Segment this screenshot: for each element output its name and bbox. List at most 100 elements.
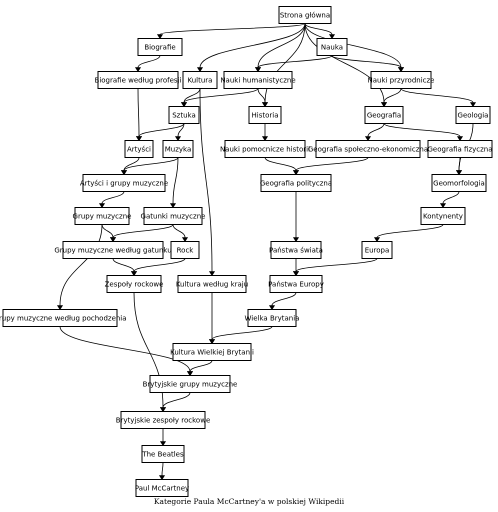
edge-geo_pol-to-panstwa_sw — [292, 191, 300, 243]
edge-nauki_przyr-to-geologia — [400, 88, 477, 108]
node-box — [361, 241, 393, 259]
node-label: Geografia fizyczna — [427, 146, 492, 154]
node-geo-fiz: Geografia fizyczna — [427, 140, 493, 158]
arrowhead — [261, 102, 269, 108]
node-label: Rock — [177, 247, 195, 255]
node-label: Europa — [365, 247, 390, 255]
edge-line — [257, 55, 333, 68]
node-box — [247, 309, 297, 327]
edge-sztuka-to-muzyka — [174, 123, 185, 142]
node-label: Geomorfologia — [433, 180, 485, 188]
arrowhead — [196, 67, 204, 73]
node-box — [431, 174, 487, 192]
arrowhead — [159, 441, 167, 447]
node-box — [162, 140, 194, 158]
edge-line — [295, 157, 369, 171]
arrowhead — [159, 407, 167, 413]
edge-gatunki-to-grupy_gat — [109, 224, 174, 243]
node-box — [182, 71, 218, 89]
edge-line — [199, 23, 306, 68]
node-nauki-pom: Nauki pomocnicze historii — [220, 140, 310, 158]
edge-biog_prof-to-artysci — [135, 88, 143, 142]
arrowhead — [456, 136, 464, 142]
edge-nauki_hum-to-sztuka — [180, 88, 259, 108]
edge-line — [59, 224, 103, 306]
node-historia: Historia — [248, 106, 282, 124]
node-box — [315, 140, 421, 158]
edge-line — [101, 224, 114, 238]
node-mccartney: Paul McCartney — [135, 479, 189, 497]
edge-line — [177, 123, 185, 137]
diagram-caption: Kategorie Paula McCartney'a w polskiej W… — [153, 497, 345, 506]
node-box — [248, 106, 282, 124]
node-box — [168, 106, 200, 124]
node-box — [149, 375, 231, 393]
edge-line — [199, 88, 213, 272]
arrowhead — [455, 170, 463, 176]
edge-line — [59, 326, 191, 372]
edge-art_grupy-to-grupy_muz — [98, 191, 125, 209]
edge-line — [172, 224, 186, 238]
node-box — [427, 140, 493, 158]
node-label: Gatunki muzyczne — [141, 213, 206, 221]
edge-geografia-to-geo_fiz — [383, 123, 464, 142]
node-box — [170, 241, 200, 259]
edge-grupy_muz-to-grupy_poch — [56, 224, 103, 311]
edge-bryt_grupy-to-bryt_zesp — [159, 392, 191, 413]
node-box — [316, 38, 348, 56]
node-label: Brytyjskie zespoły rockowe — [116, 417, 211, 425]
arrowhead — [268, 305, 276, 311]
node-box — [420, 207, 466, 225]
edge-kult_wb-to-bryt_grupy — [186, 360, 213, 377]
node-kult-wb: Kultura Wielkiej Brytanii — [170, 343, 254, 361]
edge-line — [257, 23, 306, 68]
edge-bryt_zesp-to-beatles — [159, 428, 167, 447]
arrowhead — [134, 67, 142, 73]
arrowhead — [328, 34, 336, 40]
edge-line — [112, 224, 174, 238]
edge-nauki_pom-to-geo_pol — [264, 157, 300, 176]
node-label: Brytyjskie grupy muzyczne — [143, 381, 238, 389]
arrowhead — [180, 102, 188, 108]
edge-panstwa_eu-to-wielka_bryt — [268, 292, 297, 311]
edge-strona-to-biografie — [156, 23, 306, 40]
edge-line — [367, 123, 385, 137]
node-panstwa-sw: Państwa świata — [269, 241, 323, 259]
node-kontynenty: Kontynenty — [420, 207, 466, 225]
arrowhead — [181, 237, 189, 243]
edge-line — [138, 123, 185, 137]
edge-geografia-to-geo_spol — [364, 123, 385, 142]
node-nauki-hum: Nauki humanistyczne — [220, 71, 296, 89]
arrowhead — [208, 339, 216, 345]
node-europa: Europa — [361, 241, 393, 259]
arrowhead — [373, 237, 381, 243]
arrowhead — [169, 203, 177, 209]
arrowhead — [292, 271, 300, 277]
node-geologia: Geologia — [455, 106, 491, 124]
node-rock: Rock — [170, 241, 200, 259]
node-label: Artyści — [127, 146, 151, 154]
node-label: Państwa Europy — [268, 281, 324, 289]
node-grupy-gat: Grupy muzyczne według gatunku — [54, 241, 172, 259]
node-box — [177, 275, 247, 293]
node-wielka-bryt: Wielka Brytania — [245, 309, 299, 327]
node-label: Państwa świata — [269, 247, 323, 255]
edge-kult_kraj-to-kult_wb — [208, 292, 216, 345]
edge-nauka-to-nauki_hum — [254, 55, 333, 73]
edge-nauki_hum-to-historia — [257, 88, 269, 108]
node-label: Muzyka — [165, 146, 192, 154]
node-box — [2, 309, 118, 327]
edge-strona-to-nauki_hum — [254, 23, 306, 73]
node-box — [62, 241, 164, 259]
node-biog-prof: Biografie według profesji — [95, 71, 182, 89]
edge-europa-to-panstwa_eu — [292, 258, 378, 277]
edge-line — [400, 88, 474, 103]
node-label: Grupy muzyczne według gatunku — [54, 247, 171, 255]
edge-wielka_bryt-to-kult_wb — [208, 326, 273, 345]
node-label: Biografie według profesji — [95, 77, 182, 85]
edge-line — [383, 88, 402, 103]
arrowhead — [292, 237, 300, 243]
node-label: Geografia — [367, 112, 401, 120]
